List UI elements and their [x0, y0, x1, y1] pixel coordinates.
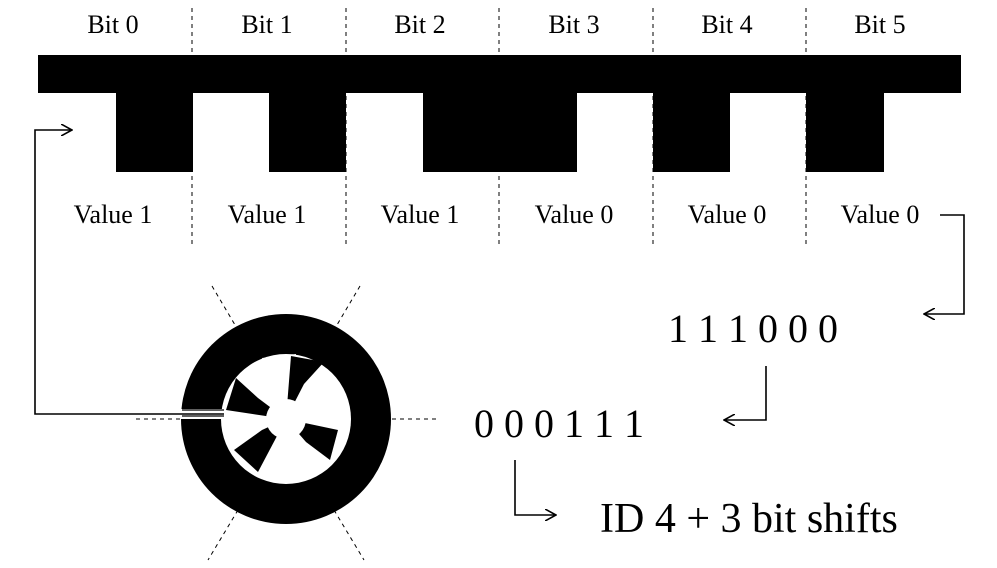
value-label-0: Value 1 — [73, 200, 153, 229]
reverse-arrow — [724, 366, 767, 420]
bit-label-1: Bit 1 — [241, 10, 293, 39]
tooth-bit-1 — [269, 93, 346, 172]
encoder-strip-bar — [38, 55, 961, 93]
value-label-5: Value 0 — [840, 200, 920, 229]
read-sequence: 1 1 1 0 0 0 — [668, 306, 838, 351]
encoder-wheel — [180, 314, 391, 524]
result-arrow — [514, 460, 556, 515]
bit-label-2: Bit 2 — [394, 10, 446, 39]
tooth-bit-0 — [116, 93, 193, 172]
tooth-bit-5 — [806, 93, 884, 172]
bit-label-0: Bit 0 — [87, 10, 139, 39]
value-label-4: Value 0 — [687, 200, 767, 229]
wheel-radial-lines — [136, 285, 436, 561]
value-label-1: Value 1 — [227, 200, 307, 229]
bit-label-5: Bit 5 — [854, 10, 906, 39]
value-label-2: Value 1 — [380, 200, 460, 229]
wheel-to-strip-arrow — [34, 130, 224, 415]
bit-label-3: Bit 3 — [548, 10, 600, 39]
values-to-sequence-arrow — [924, 214, 965, 314]
result-text: ID 4 + 3 bit shifts — [600, 496, 898, 542]
reversed-sequence: 0 0 0 1 1 1 — [474, 401, 644, 446]
tooth-bit-4 — [653, 93, 730, 172]
value-label-3: Value 0 — [534, 200, 614, 229]
tooth-bit-2-3 — [423, 93, 577, 172]
bit-label-4: Bit 4 — [701, 10, 753, 39]
